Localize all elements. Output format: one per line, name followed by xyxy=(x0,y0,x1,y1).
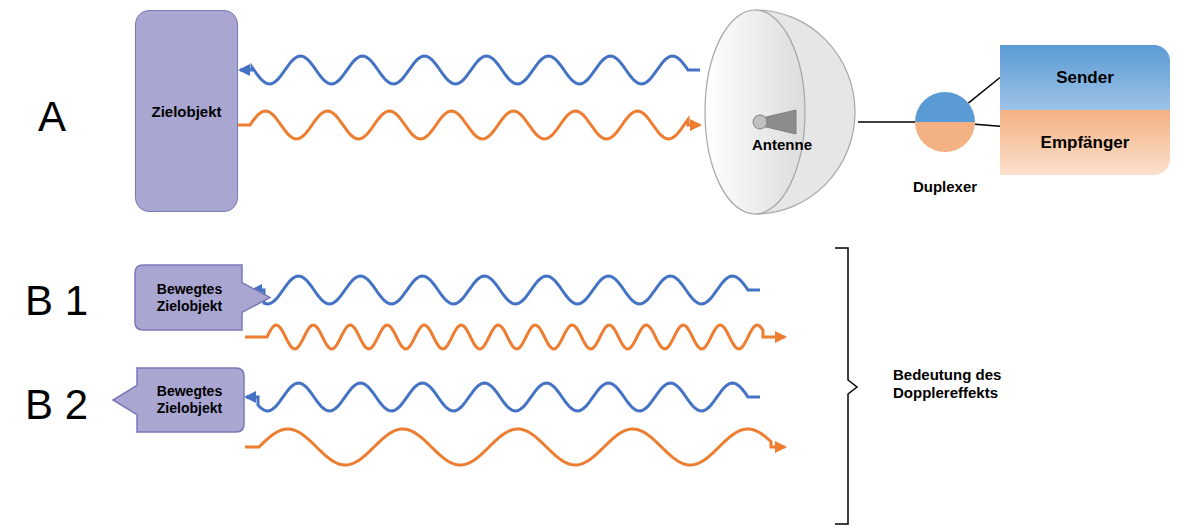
panel-letter: A xyxy=(38,92,98,142)
curly-bracket xyxy=(835,248,857,524)
receiver-box: Empfänger xyxy=(1000,110,1170,175)
node-label: Zielobjekt xyxy=(151,103,221,120)
transmitter-box: Sender xyxy=(1000,45,1170,110)
duplexer-top xyxy=(915,92,975,122)
transmitted-wave xyxy=(252,276,760,304)
node-label: Bewegtes Zielobjekt xyxy=(139,383,240,417)
bracket-caption: Bedeutung des Dopplereffekts xyxy=(893,366,1023,402)
target-box: Zielobjekt xyxy=(135,10,238,212)
feed-point xyxy=(753,115,767,129)
duplexer-bottom xyxy=(915,122,975,152)
moving-target-box: Bewegtes Zielobjekt xyxy=(135,265,270,330)
panel-letter: B 1 xyxy=(25,276,115,326)
duplexer-circle: Duplexer xyxy=(900,92,990,202)
node-label: Bewegtes Zielobjekt xyxy=(139,281,240,315)
target-arrow-outline xyxy=(135,265,270,330)
dish-rim xyxy=(705,10,805,214)
feed-line xyxy=(968,78,1000,104)
feed-line xyxy=(975,124,1000,126)
echo-wave xyxy=(238,111,700,139)
feed-line xyxy=(858,121,915,123)
node-label: Duplexer xyxy=(900,178,990,195)
panel-letter: B 2 xyxy=(25,380,115,430)
node-label: Antenne xyxy=(752,136,812,153)
node-label: Empfänger xyxy=(1041,133,1130,153)
transmitted-wave xyxy=(240,56,700,84)
antenna-dish: Antenne xyxy=(700,8,858,216)
stretched-echo-wave xyxy=(245,429,785,465)
antenna-dish-outline xyxy=(700,8,858,216)
node-label: Sender xyxy=(1056,68,1114,88)
transmitted-wave xyxy=(246,383,760,411)
target-arrow-outline xyxy=(113,368,244,432)
compressed-echo-wave xyxy=(245,325,785,349)
moving-target-box: Bewegtes Zielobjekt xyxy=(113,368,244,432)
